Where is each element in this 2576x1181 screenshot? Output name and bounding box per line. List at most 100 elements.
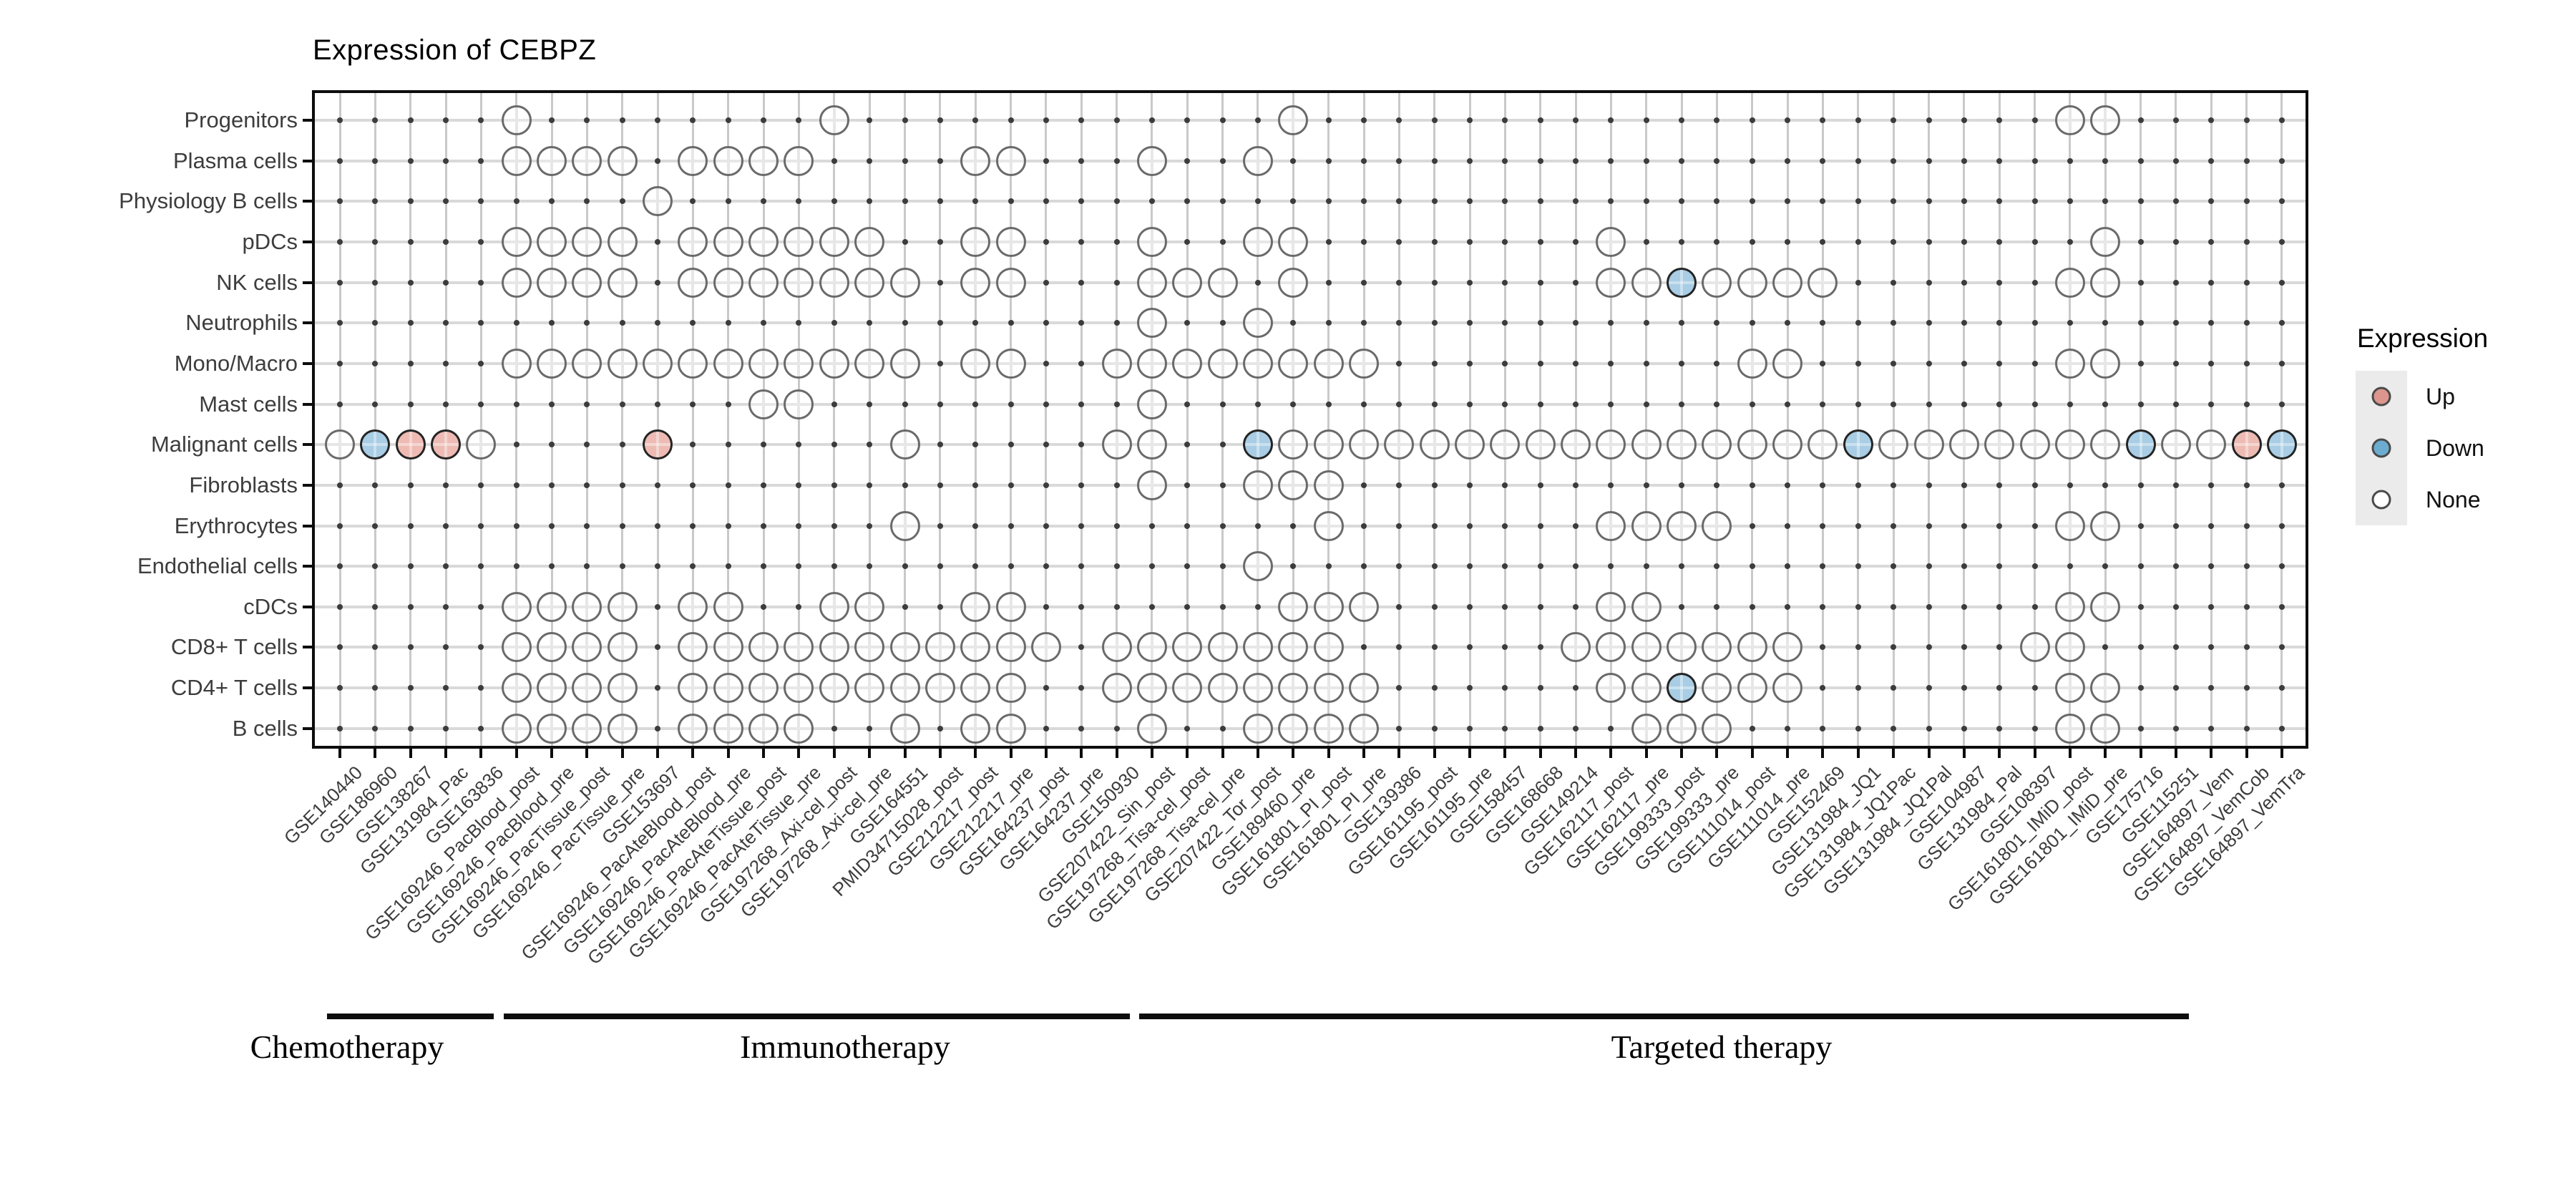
grid-point [443,279,449,286]
matrix-dot-none [2054,632,2085,663]
grid-point [1008,563,1014,570]
matrix-dot-none [1455,429,1485,460]
grid-point [1502,401,1508,407]
matrix-dot-none [1030,632,1061,663]
gridline-horizontal [315,686,2306,690]
matrix-dot-none [1667,713,1697,744]
y-axis-label: NK cells [216,269,298,295]
grid-point [1361,238,1367,245]
grid-point [1573,563,1579,570]
grid-point [1431,563,1438,570]
matrix-dot-none [1913,429,1944,460]
x-axis-tick [1256,749,1259,758]
grid-point [2031,279,2038,286]
grid-point [1785,198,1791,205]
matrix-dot-none [1101,632,1132,663]
grid-point [1643,238,1649,245]
matrix-dot-none [572,226,602,257]
grid-point [478,603,484,610]
grid-point [2243,360,2250,366]
matrix-dot-none [2090,510,2121,541]
grid-point [1820,482,1826,488]
x-axis-tick [2104,749,2107,758]
matrix-dot-none [1278,267,1309,298]
grid-point [725,563,731,570]
matrix-dot-none [748,389,779,419]
grid-point [1467,157,1473,164]
x-axis-tick [1892,749,1896,758]
x-axis-tick [444,749,448,758]
matrix-dot-none [1878,429,1909,460]
matrix-dot-none [1313,591,1344,622]
grid-point [2102,644,2109,651]
matrix-dot-none [748,226,779,257]
grid-point [1184,157,1191,164]
grid-point [1890,401,1897,407]
matrix-dot-up [643,429,673,460]
grid-point [1996,482,2003,488]
grid-point [1431,198,1438,205]
grid-point [2137,360,2144,366]
matrix-dot-none [1101,429,1132,460]
grid-point [1926,360,1932,366]
matrix-dot-none [572,145,602,176]
grid-point [937,157,943,164]
matrix-dot-none [713,713,743,744]
grid-point [1961,401,1967,407]
gridline-vertical [1645,93,1648,746]
grid-point [372,725,379,732]
matrix-dot-none [854,673,885,704]
group-label: Chemotherapy [250,1029,444,1065]
grid-point [2172,725,2179,732]
grid-point [1643,482,1649,488]
grid-point [1961,117,1967,123]
grid-point [2137,279,2144,286]
grid-point [1537,360,1543,366]
y-axis-tick [303,321,312,325]
grid-point [2137,238,2144,245]
matrix-dot-none [1278,226,1309,257]
grid-point [2278,563,2285,570]
matrix-dot-none [995,673,1026,704]
grid-point [1820,360,1826,366]
grid-point [2172,603,2179,610]
grid-point [1855,685,1861,691]
grid-point [1890,198,1897,205]
matrix-dot-none [1737,673,1767,704]
grid-point [2208,523,2215,529]
grid-point [1820,198,1826,205]
grid-point [372,198,379,205]
matrix-dot-none [1737,429,1767,460]
gridline-vertical [1609,93,1612,746]
grid-point [1502,603,1508,610]
grid-point [619,442,625,448]
grid-point [1502,238,1508,245]
gridline-vertical [2210,93,2212,746]
grid-point [2031,685,2038,691]
grid-point [407,644,414,651]
grid-point [1361,482,1367,488]
grid-point [1855,644,1861,651]
matrix-dot-none [819,348,849,379]
x-axis-tick [1292,749,1295,758]
grid-point [937,725,943,732]
grid-point [1537,320,1543,326]
grid-point [1078,563,1085,570]
grid-point [513,320,519,326]
grid-point [1961,360,1967,366]
grid-point [443,482,449,488]
grid-point [1148,603,1155,610]
gridline-vertical [1998,93,2001,746]
grid-point [2243,401,2250,407]
gridline-vertical [585,93,588,746]
matrix-dot-none [1136,226,1167,257]
x-axis-tick [974,749,977,758]
grid-point [2137,320,2144,326]
grid-point [2031,320,2038,326]
grid-point [1961,482,1967,488]
matrix-dot-down [1667,673,1697,704]
grid-point [1537,482,1543,488]
grid-point [1537,157,1543,164]
matrix-dot-none [1596,226,1626,257]
grid-point [796,117,802,123]
